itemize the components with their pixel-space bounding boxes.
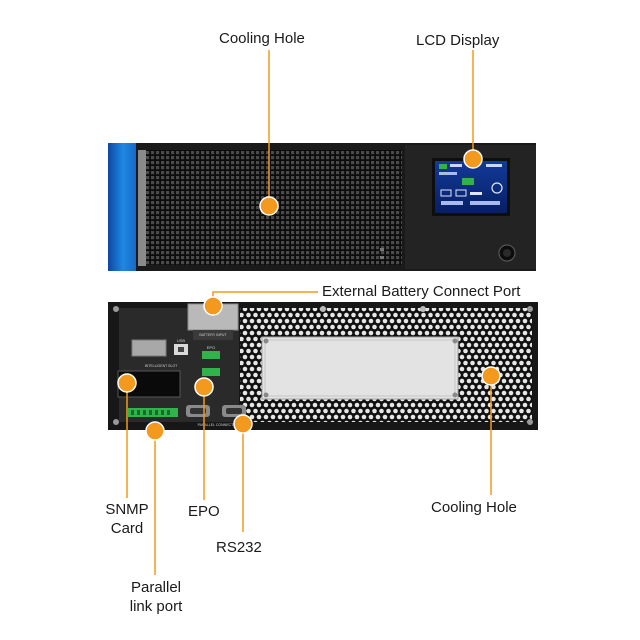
label-epo: EPO <box>188 503 220 520</box>
usb-port: USB <box>174 338 188 355</box>
label-parallel-line2: link port <box>129 598 183 615</box>
label-snmp-card: SNMP Card <box>97 500 157 538</box>
label-rs232: RS232 <box>216 539 262 556</box>
label-parallel-line1: Parallel <box>130 579 182 596</box>
lcd-status-green-indicator <box>439 164 447 169</box>
rear-cover-plate <box>261 336 459 400</box>
callout-marker-icon <box>463 149 483 169</box>
callout-marker-icon <box>233 414 253 434</box>
label-snmp-card-line2: Card <box>110 520 144 537</box>
label-rear-cooling-hole: Cooling Hole <box>431 499 517 516</box>
callout-marker-icon <box>203 296 223 316</box>
callout-marker-icon <box>259 196 279 216</box>
label-external-battery-port: External Battery Connect Port <box>322 283 521 300</box>
front-blue-side-trim <box>108 143 138 271</box>
callout-marker-icon <box>481 366 501 386</box>
epo-terminal: EPO <box>202 345 220 376</box>
callout-marker-icon <box>145 421 165 441</box>
epo-marking: EPO <box>207 345 215 350</box>
callout-lines <box>126 50 492 575</box>
callout-marker-icon <box>117 373 137 393</box>
parallel-connector-marking: PARALLEL CONNECTOR <box>198 423 239 427</box>
callout-marker-icon <box>194 377 214 397</box>
parallel-link-terminal <box>128 408 178 417</box>
label-lcd-display: LCD Display <box>416 32 500 49</box>
usb-marking: USB <box>177 338 186 343</box>
ups-rear-panel: BATTERY INPUT USB EPO INTELLIGENT SLOT <box>108 302 538 430</box>
power-button-icon <box>498 244 516 262</box>
battery-plate-text: BATTERY INPUT <box>199 333 227 337</box>
intelligent-slot-marking: INTELLIGENT SLOT <box>145 364 178 368</box>
snmp-cover-plate <box>131 339 167 357</box>
lcd-green-load-bar <box>462 178 474 185</box>
label-parallel-link-port: Parallel link port <box>115 578 197 616</box>
front-bezel-strip <box>138 150 146 266</box>
label-front-cooling-hole: Cooling Hole <box>219 30 305 47</box>
label-snmp-card-line1: SNMP <box>105 501 149 518</box>
callout-markers <box>117 149 501 441</box>
